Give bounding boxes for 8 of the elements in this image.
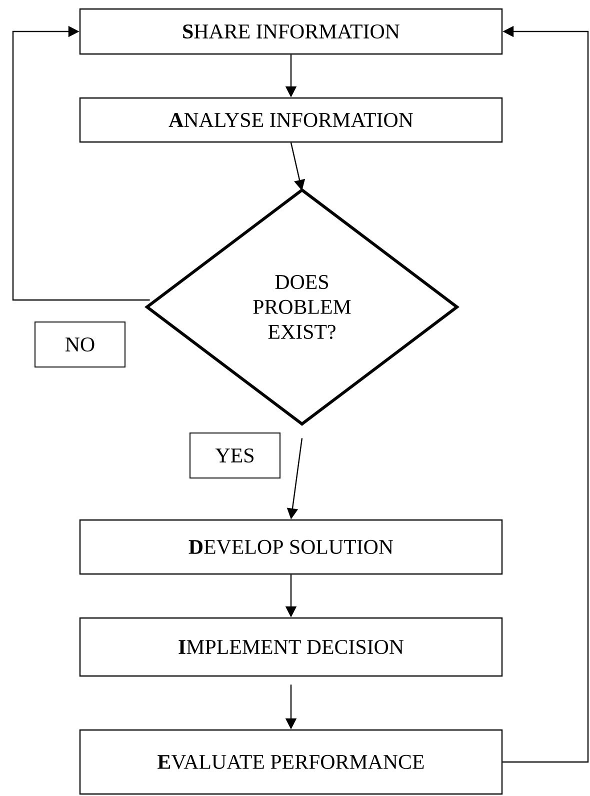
process-box: ANALYSE INFORMATION: [79, 97, 503, 143]
answer-box: NO: [34, 322, 126, 368]
process-box: IMPLEMENT DECISION: [79, 617, 503, 677]
arrow: [12, 26, 150, 301]
answer-box: YES: [190, 432, 280, 478]
process-box: SHARE INFORMATION: [79, 8, 503, 55]
process-box: EVALUATE PERFORMANCE: [79, 729, 503, 795]
process-box: DEVELOP SOLUTION: [79, 519, 503, 575]
